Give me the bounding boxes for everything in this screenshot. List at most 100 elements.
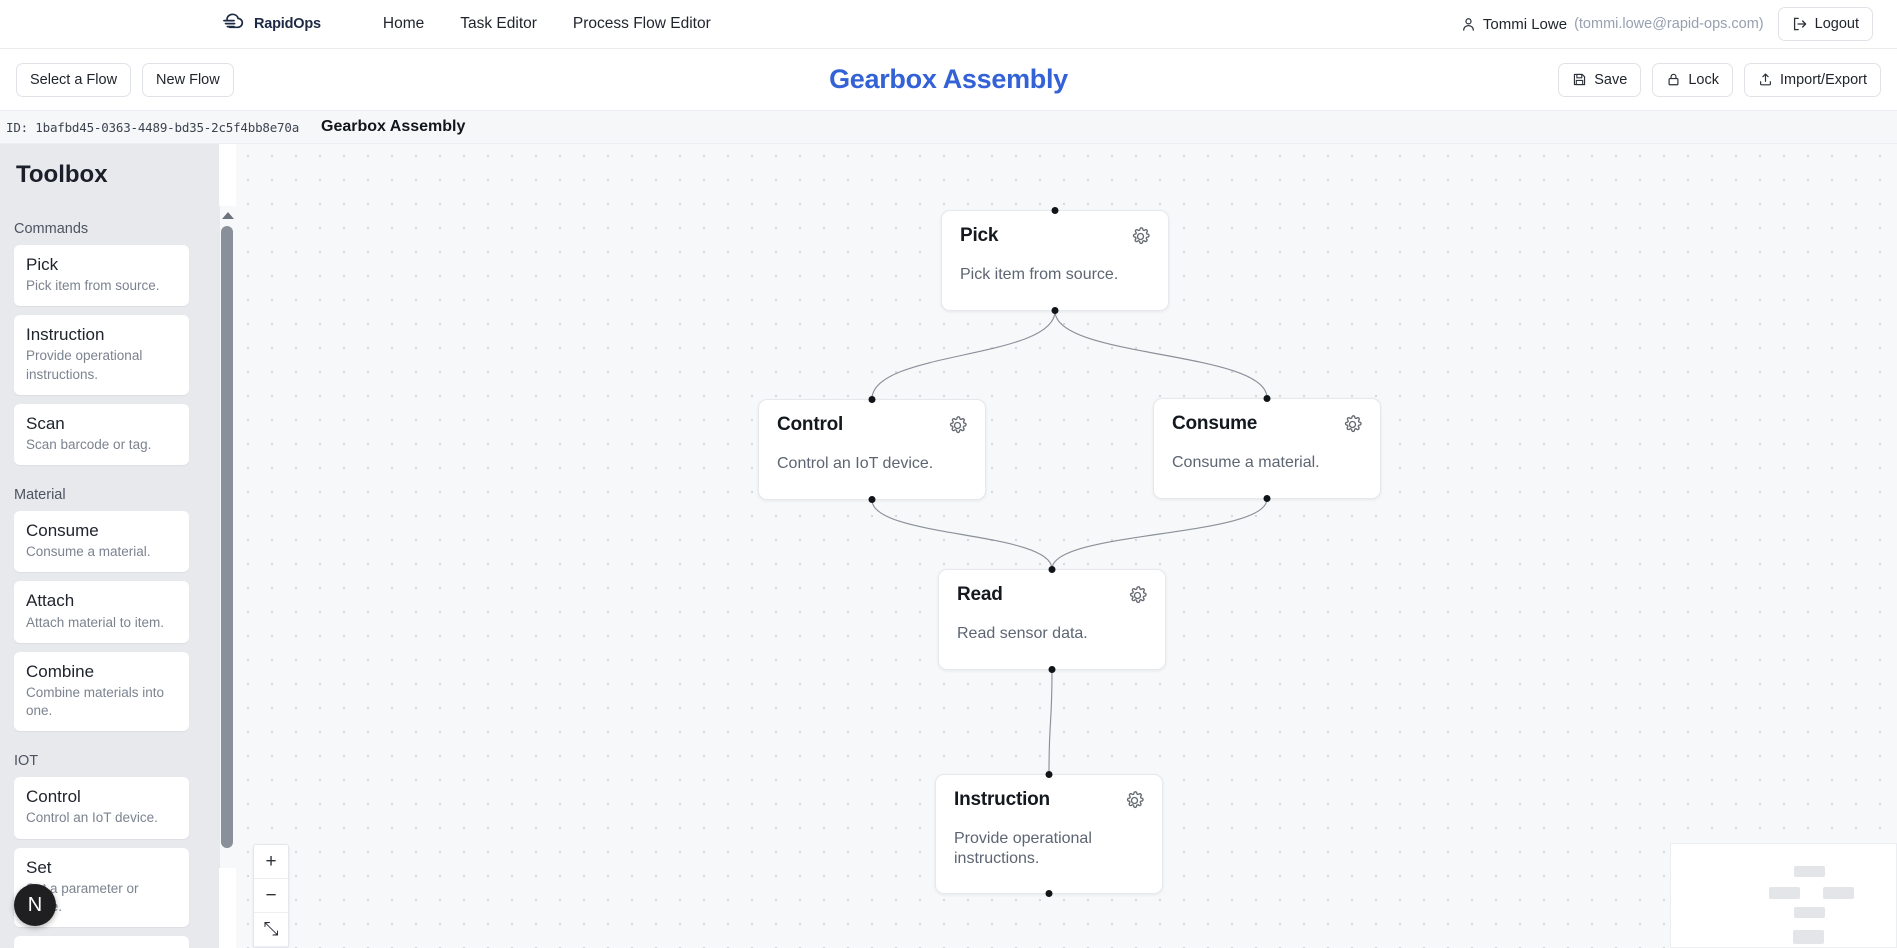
user-name: Tommi Lowe <box>1482 15 1568 33</box>
node-description: Provide operational instructions. <box>954 830 1092 867</box>
node-handle-target[interactable] <box>1051 207 1059 214</box>
save-disk-icon <box>1572 72 1587 87</box>
minimap[interactable] <box>1670 843 1897 948</box>
save-label: Save <box>1594 71 1628 88</box>
toolbox-item-name: Consume <box>26 521 99 541</box>
toolbox-item-description: Scan barcode or tag. <box>26 436 152 452</box>
node-title: Pick <box>960 225 999 246</box>
node-handle-target[interactable] <box>1263 395 1271 402</box>
rapidops-logo-icon <box>221 11 247 37</box>
scroll-up-arrow-icon[interactable] <box>222 212 234 219</box>
node-handle-target[interactable] <box>1048 566 1056 573</box>
node-header: Consume <box>1172 413 1362 435</box>
select-flow-button[interactable]: Select a Flow <box>16 62 132 97</box>
zoom-controls: + − ⤡ <box>253 844 289 948</box>
flow-edge-control-read[interactable] <box>871 499 1053 570</box>
minimap-node-control <box>1769 887 1801 899</box>
user-info: Tommi Lowe (tommi.lowe@rapid-ops.com) <box>1461 16 1764 33</box>
flow-edge-pick-control[interactable] <box>871 310 1056 400</box>
gear-icon[interactable] <box>948 415 967 435</box>
fit-view-button[interactable]: ⤡ <box>254 913 288 947</box>
flow-toolbar: Select a Flow New Flow Gearbox Assembly … <box>0 49 1897 111</box>
flow-edge-pick-consume[interactable] <box>1054 310 1268 399</box>
node-title: Control <box>777 414 844 435</box>
node-handle-source[interactable] <box>1263 495 1271 502</box>
nav-link-home[interactable]: Home <box>382 15 425 32</box>
gear-icon[interactable] <box>1125 790 1144 810</box>
brand[interactable]: RapidOps <box>221 11 321 37</box>
node-handle-target[interactable] <box>1045 771 1053 778</box>
toolbox-group-label: Material <box>14 487 66 504</box>
gear-icon[interactable] <box>1343 414 1362 434</box>
node-title: Instruction <box>954 789 1050 810</box>
sidebar-scrollbar-thumb[interactable] <box>221 226 233 848</box>
toolbox-item-description: Attach material to item. <box>26 614 165 630</box>
gear-icon[interactable] <box>1128 585 1147 605</box>
zoom-out-button[interactable]: − <box>254 879 288 913</box>
toolbox-item-description: Provide operational instructions. <box>26 348 143 382</box>
toolbox-title: Toolbox <box>16 161 108 188</box>
node-title: Read <box>957 584 1003 605</box>
save-button[interactable]: Save <box>1558 62 1642 97</box>
lock-label: Lock <box>1688 71 1719 88</box>
toolbox-item-description: Pick item from source. <box>26 278 160 294</box>
node-header: Read <box>957 584 1147 606</box>
node-description: Consume a material. <box>1172 454 1320 471</box>
node-header: Instruction <box>954 789 1144 811</box>
flow-edge-read-instruction[interactable] <box>1048 669 1053 775</box>
minimap-node-read <box>1793 906 1825 919</box>
import-export-button[interactable]: Import/Export <box>1743 62 1881 97</box>
toolbox-item-name: Set <box>26 857 52 877</box>
toolbox-item-description: Combine materials into one. <box>26 684 165 719</box>
node-header: Pick <box>960 225 1150 247</box>
node-description: Control an IoT device. <box>777 455 934 472</box>
lock-button[interactable]: Lock <box>1652 62 1733 97</box>
node-description: Pick item from source. <box>960 266 1119 283</box>
node-handle-source[interactable] <box>1048 666 1056 673</box>
gear-icon[interactable] <box>1131 226 1150 246</box>
nav-links: Home Task Editor Process Flow Editor <box>365 9 729 39</box>
minimap-node-pick <box>1794 865 1825 878</box>
nav-link-process-flow-editor[interactable]: Process Flow Editor <box>572 15 711 32</box>
node-handle-source[interactable] <box>1045 890 1053 897</box>
user-email: (tommi.lowe@rapid-ops.com) <box>1574 16 1764 32</box>
toolbox-item-name: Attach <box>26 591 75 611</box>
user-icon <box>1461 17 1476 32</box>
node-handle-source[interactable] <box>1051 307 1059 314</box>
nextjs-dev-badge[interactable]: N <box>14 884 56 926</box>
toolbox-item-name: Control <box>26 787 81 807</box>
flow-toolbar-right: Save Lock I <box>1558 62 1881 97</box>
node-handle-target[interactable] <box>868 396 876 403</box>
new-flow-button[interactable]: New Flow <box>142 62 234 97</box>
nav-link-task-editor[interactable]: Task Editor <box>460 15 537 32</box>
flow-id-bar: ID: 1bafbd45-0363-4489-bd35-2c5f4bb8e70a… <box>0 111 1897 144</box>
toolbox-item-description: Consume a material. <box>26 544 151 560</box>
top-navbar: RapidOps Home Task Editor Process Flow E… <box>0 0 1897 49</box>
zoom-in-button[interactable]: + <box>254 845 288 879</box>
node-header: Control <box>777 414 967 436</box>
node-handle-source[interactable] <box>868 496 876 503</box>
flow-edge-consume-read[interactable] <box>1051 498 1268 570</box>
logout-button[interactable]: Logout <box>1777 7 1873 41</box>
toolbox-item-name: Pick <box>26 255 59 274</box>
toolbox-item-name: Read <box>26 945 177 948</box>
upload-icon <box>1758 72 1773 87</box>
minimap-node-consume <box>1822 887 1854 899</box>
minimap-node-instruction <box>1793 930 1825 945</box>
